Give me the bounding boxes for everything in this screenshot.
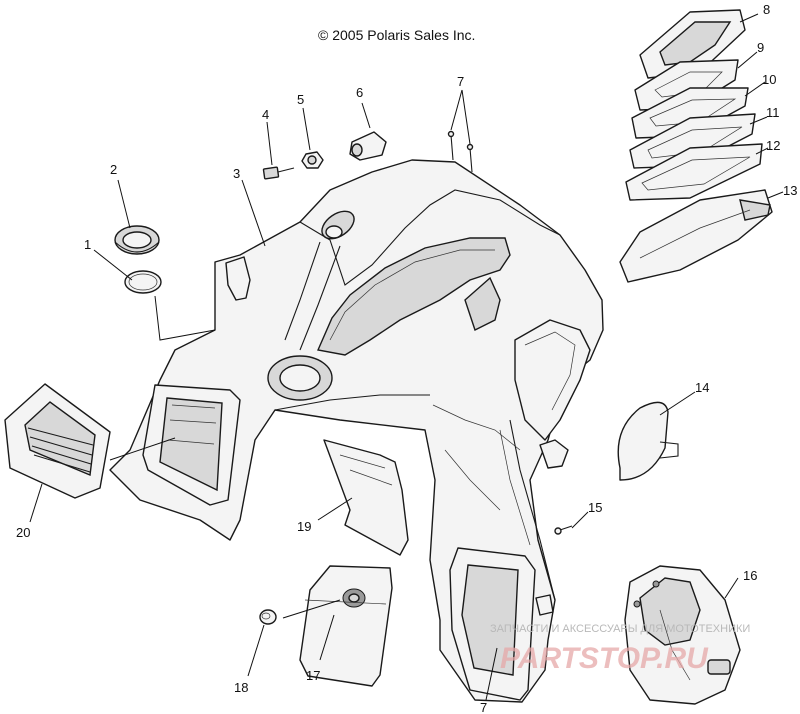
callout-13: 13 (783, 183, 797, 198)
part-11-gasket (629, 113, 756, 169)
part-18-plug (259, 609, 277, 625)
callout-7-top: 7 (457, 74, 464, 89)
callout-15: 15 (588, 500, 602, 515)
watermark-logo: PARTSTOP.RU (500, 642, 709, 675)
callout-5: 5 (297, 92, 304, 107)
part-9-gasket (634, 59, 739, 111)
callout-8: 8 (763, 2, 770, 17)
callout-6: 6 (356, 85, 363, 100)
callout-2: 2 (110, 162, 117, 177)
part-19-vent-trim (323, 439, 409, 556)
watermark: ЗАПЧАСТИ И АКСЕССУАРЫ ДЛЯ МОТОТЕХНИКИ PA… (490, 623, 750, 675)
callout-16: 16 (743, 568, 757, 583)
callout-7-bottom: 7 (480, 700, 487, 714)
part-20-louver-vent (4, 383, 111, 499)
part-6-switch (349, 131, 387, 161)
part-15-screw (554, 525, 573, 535)
part-10-lens (631, 87, 749, 139)
part-1-ring (124, 270, 162, 294)
callout-4: 4 (262, 107, 269, 122)
callout-12: 12 (766, 138, 780, 153)
hood-body-drawing (109, 159, 604, 703)
part-13-cover (619, 189, 773, 283)
callout-14: 14 (695, 380, 709, 395)
part-5-nut (301, 151, 324, 169)
leader-lines (29, 13, 784, 701)
callout-20: 20 (16, 525, 30, 540)
part-4-key (262, 166, 295, 180)
part-7-screws-top (447, 130, 474, 173)
part-8-bezel (639, 9, 746, 79)
callout-3: 3 (233, 166, 240, 181)
part-12-cluster-panel (625, 143, 763, 201)
part-16-side-pod (624, 565, 741, 705)
callouts: 1 2 3 4 5 6 7 7 8 9 10 11 12 13 14 15 16… (16, 2, 797, 714)
part-17-panel (299, 565, 393, 687)
watermark-caption: ЗАПЧАСТИ И АКСЕССУАРЫ ДЛЯ МОТОТЕХНИКИ (490, 623, 750, 635)
callout-9: 9 (757, 40, 764, 55)
part-2-bezel (114, 225, 160, 255)
part-14-cover (617, 401, 679, 481)
copyright-text: © 2005 Polaris Sales Inc. (318, 27, 475, 43)
callout-18: 18 (234, 680, 248, 695)
callout-19: 19 (297, 519, 311, 534)
callout-11: 11 (766, 105, 780, 120)
callout-17: 17 (306, 668, 320, 683)
callout-10: 10 (762, 72, 776, 87)
callout-1: 1 (84, 237, 91, 252)
